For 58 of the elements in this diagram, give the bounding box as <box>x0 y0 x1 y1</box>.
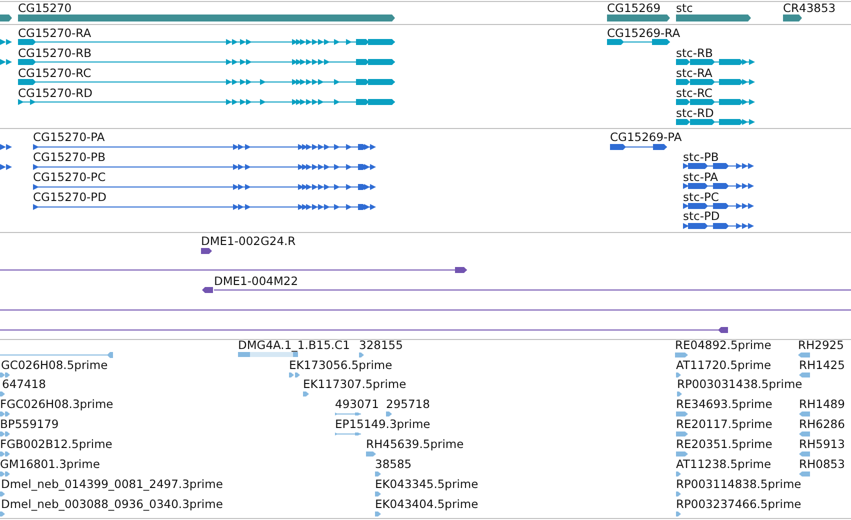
feature-label: AT11238.5prime <box>676 457 772 471</box>
feature-label: RE04892.5prime <box>675 338 772 352</box>
feature-label: CR43853 <box>783 1 836 15</box>
feature-label: CG15270-PD <box>33 190 106 204</box>
feature-label: stc-PB <box>683 150 719 164</box>
feature-label: CG15269 <box>607 1 661 15</box>
feature-label: EK173056.5prime <box>289 358 392 372</box>
feature-label: EK043404.5prime <box>375 497 478 511</box>
feature-label: CG15270 <box>18 1 72 15</box>
feature-label: EK043345.5prime <box>375 477 478 491</box>
feature-label: Dmel_neb_003088_0936_0340.3prime <box>1 497 223 511</box>
feature-label: RE20117.5prime <box>676 417 772 431</box>
feature-label: GM16801.3prime <box>0 457 100 471</box>
feature-label: EK117307.5prime <box>303 377 406 391</box>
feature-label: RP003031438.5prime <box>677 377 802 391</box>
feature-label: CG15270-RD <box>18 86 93 100</box>
feature-label: CG15270-PB <box>33 150 106 164</box>
feature-label: stc-PC <box>683 190 719 204</box>
feature-label: 38585 <box>375 457 412 471</box>
feature-label: 328155 <box>359 338 403 352</box>
feature-label: RE20351.5prime <box>676 437 772 451</box>
feature-label: DMG4A.1_1.B15.C1 <box>238 338 350 352</box>
feature-label: EP15149.3prime <box>335 417 430 431</box>
feature-label: RP003237466.5prime <box>676 497 802 511</box>
feature-label: CG15270-RB <box>18 46 92 60</box>
feature-label: FGB002B12.5prime <box>0 437 112 451</box>
feature-label: RH1489 <box>799 397 845 411</box>
feature-label: stc-PD <box>683 209 720 223</box>
feature-label: RH1425 <box>799 358 845 372</box>
feature-label: Dmel_neb_014399_0081_2497.3prime <box>1 477 223 491</box>
feature-label: stc <box>676 1 693 15</box>
feature-label: 295718 <box>386 397 430 411</box>
feature-label: CG15269-RA <box>607 26 680 40</box>
feature-label: CG15270-RA <box>18 26 92 40</box>
feature-label: CG15270-PA <box>33 130 105 144</box>
feature-label: RH6286 <box>799 417 845 431</box>
feature-label: CG15270-RC <box>18 66 92 80</box>
feature-label: FGC026H08.3prime <box>0 397 114 411</box>
feature-label: RP003114838.5prime <box>676 477 802 491</box>
feature-label: DME1-002G24.R <box>201 234 296 248</box>
feature-label: stc-PA <box>683 170 718 184</box>
feature-label: RE34693.5prime <box>676 397 772 411</box>
feature-label: RH5913 <box>799 437 845 451</box>
feature-label: RH2925 <box>798 338 844 352</box>
feature-label: stc-RB <box>676 46 713 60</box>
feature-label: stc-RD <box>676 106 714 120</box>
feature-label: 647418 <box>2 377 46 391</box>
feature-label: RH0853 <box>799 457 845 471</box>
feature-label: AT11720.5prime <box>676 358 772 372</box>
feature-label: CG15269-PA <box>610 130 682 144</box>
feature-label: CG15270-PC <box>33 170 106 184</box>
feature-label: GC026H08.5prime <box>1 358 108 372</box>
feature-label: 493071 <box>335 397 379 411</box>
feature-label: BP559179 <box>0 417 59 431</box>
feature-label: DME1-004M22 <box>214 274 298 288</box>
feature-label: stc-RC <box>676 86 712 100</box>
feature-label: stc-RA <box>676 66 712 80</box>
feature-label: RH45639.5prime <box>366 437 464 451</box>
